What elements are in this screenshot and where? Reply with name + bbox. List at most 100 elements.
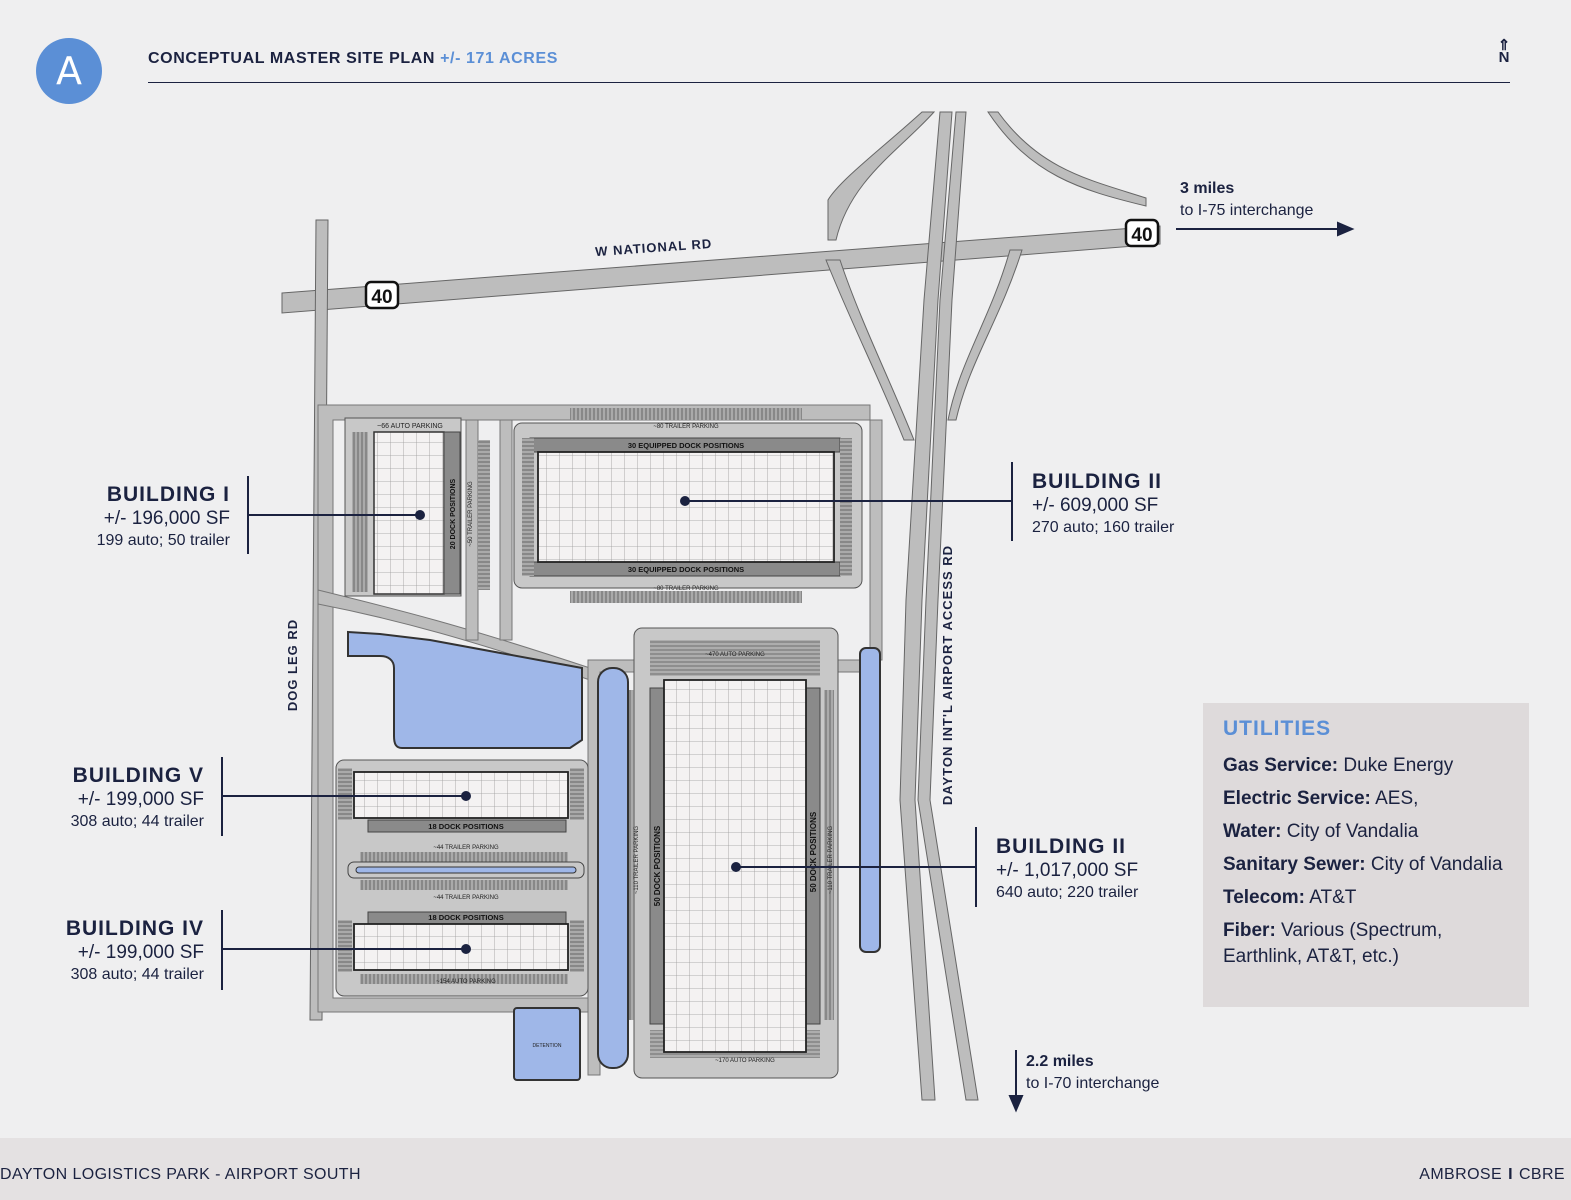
north-arrow-glyph: ⇑ [1497, 37, 1511, 54]
header-divider [148, 82, 1510, 83]
utility-gas: Gas Service: Duke Energy [1223, 753, 1511, 779]
building-i-parking: 199 auto; 50 trailer [96, 532, 230, 549]
north-trailer-bottom-label: ~80 TRAILER PARKING [653, 586, 719, 592]
building-iv-area: +/- 199,000 SF [77, 942, 204, 963]
distance-i75-to: to I-75 interchange [1180, 202, 1314, 219]
utility-electric-value: AES, [1370, 788, 1419, 809]
route-40-label-west: 40 [371, 287, 392, 308]
b5-dock-label: 18 DOCK POSITIONS [428, 822, 503, 831]
south-trailer-right-label: ~110 TRAILER PARKING [828, 826, 834, 895]
distance-i75: 3 miles to I-75 interchange [1180, 178, 1313, 222]
footer-brands: AMBROSE I CBRE [1419, 1166, 1565, 1184]
logo-letter: A [56, 49, 82, 93]
building-ii-south-name: BUILDING II [996, 835, 1126, 858]
utility-water-label: Water: [1223, 821, 1282, 842]
distance-i70-miles: 2.2 miles [1026, 1053, 1094, 1070]
utilities-title: UTILITIES [1223, 717, 1332, 740]
footer-brand-ambrose: AMBROSE [1419, 1166, 1503, 1183]
footer-project-name: DAYTON LOGISTICS PARK - AIRPORT SOUTH [0, 1166, 361, 1183]
south-dock-left-label: 50 DOCK POSITIONS [653, 825, 662, 906]
ramp-nw [827, 111, 936, 241]
w-national-road [281, 225, 1161, 314]
building-iv-name: BUILDING IV [65, 917, 204, 940]
ramp-se [947, 249, 1023, 421]
building-ii-north-callout: BUILDING II +/- 609,000 SF 270 auto; 160… [1032, 469, 1232, 538]
building-iv-callout: BUILDING IV +/- 199,000 SF 308 auto; 44 … [30, 916, 204, 985]
callout-leaders [221, 221, 1355, 1113]
building-i-site: ~66 AUTO PARKING 20 DOCK POSITIONS ~50 T… [344, 417, 490, 597]
route-40-shield-east: 40 [1124, 218, 1160, 248]
building-i-area: +/- 196,000 SF [103, 508, 230, 529]
route-40-label-east: 40 [1131, 225, 1152, 246]
building-v-callout: BUILDING V +/- 199,000 SF 308 auto; 44 t… [30, 763, 204, 832]
north-arrow-icon: ⇑ N [1494, 37, 1514, 66]
building-ii-south-parking: 640 auto; 220 trailer [996, 884, 1139, 901]
b4-trailer-label: ~44 TRAILER PARKING [433, 895, 499, 901]
building-ii-south-site: ~470 AUTO PARKING 50 DOCK POSITIONS 50 D… [622, 627, 839, 1079]
utility-electric: Electric Service: AES, [1223, 786, 1511, 812]
utility-gas-label: Gas Service: [1223, 755, 1339, 776]
utility-gas-value: Duke Energy [1338, 755, 1454, 776]
building-v-area: +/- 199,000 SF [77, 789, 204, 810]
utility-water: Water: City of Vandalia [1223, 819, 1511, 845]
distance-i70: 2.2 miles to I-70 interchange [1026, 1051, 1159, 1095]
footer-separator: I [1508, 1166, 1513, 1183]
page-title: CONCEPTUAL MASTER SITE PLAN +/- 171 ACRE… [148, 50, 558, 68]
b4-auto-label: ~154 AUTO PARKING [436, 979, 496, 985]
north-trailer-top-label: ~80 TRAILER PARKING [653, 424, 719, 430]
south-auto-bottom-label: ~170 AUTO PARKING [715, 1058, 775, 1064]
w-national-rd-label: W NATIONAL RD [595, 236, 713, 259]
south-trailer-left-label: ~110 TRAILER PARKING [634, 826, 640, 895]
roads: 40 40 W NATIONAL RD DOG LEG RD DAYTON IN… [281, 111, 1161, 1101]
footer-brand-cbre: CBRE [1518, 1166, 1565, 1183]
building-iv-parking: 308 auto; 44 trailer [70, 966, 204, 983]
page-title-acres: +/- 171 ACRES [440, 50, 558, 67]
utility-telecom-label: Telecom: [1223, 887, 1306, 908]
building-v-iv-site: 18 DOCK POSITIONS ~44 TRAILER PARKING ~4… [335, 759, 589, 997]
building-ii-north-parking: 270 auto; 160 trailer [1032, 519, 1175, 536]
b1-auto-label: ~66 AUTO PARKING [377, 423, 443, 430]
north-label: N [1498, 49, 1510, 66]
route-40-shield-west: 40 [364, 280, 400, 310]
building-ii-north-site: ~80 TRAILER PARKING 30 EQUIPPED DOCK POS… [513, 408, 863, 603]
utility-fiber-label: Fiber: [1223, 920, 1276, 941]
utility-sewer: Sanitary Sewer: City of Vandalia [1223, 852, 1511, 878]
drainage-channel-west [597, 667, 629, 1069]
site-plan-map: 40 40 W NATIONAL RD DOG LEG RD DAYTON IN… [221, 111, 1355, 1113]
dog-leg-rd-label: DOG LEG RD [285, 619, 300, 711]
detention-pond-south [513, 1007, 581, 1081]
internal-road [317, 404, 871, 1013]
north-dock-top-label: 30 EQUIPPED DOCK POSITIONS [628, 441, 744, 450]
detention-label: DETENTION [533, 1043, 562, 1049]
north-dock-bottom-label: 30 EQUIPPED DOCK POSITIONS [628, 565, 744, 574]
detention-pond-nw [347, 630, 583, 749]
page-title-main: CONCEPTUAL MASTER SITE PLAN [148, 50, 436, 67]
logo-a-icon: A [36, 38, 102, 104]
ramp-ne [987, 111, 1147, 207]
airport-access-rd-label: DAYTON INT'L AIRPORT ACCESS RD [940, 545, 955, 805]
utility-electric-label: Electric Service: [1223, 788, 1371, 809]
b5-trailer-label: ~44 TRAILER PARKING [433, 845, 499, 851]
utilities-panel: UTILITIES Gas Service: Duke Energy Elect… [1203, 703, 1529, 1007]
utility-fiber: Fiber: Various (Spectrum, Earthlink, AT&… [1223, 918, 1511, 970]
building-ii-south-callout: BUILDING II +/- 1,017,000 SF 640 auto; 2… [996, 834, 1196, 903]
building-v-name: BUILDING V [72, 764, 204, 787]
building-i-callout: BUILDING I +/- 196,000 SF 199 auto; 50 t… [60, 482, 230, 551]
building-v-parking: 308 auto; 44 trailer [70, 813, 204, 830]
building-ii-south-area: +/- 1,017,000 SF [996, 860, 1139, 881]
ramp-sw [825, 259, 915, 441]
b1-dock-label: 20 DOCK POSITIONS [450, 478, 457, 549]
south-dock-right-label: 50 DOCK POSITIONS [809, 811, 818, 892]
south-auto-top-label: ~470 AUTO PARKING [705, 652, 765, 658]
distance-i70-to: to I-70 interchange [1026, 1075, 1160, 1092]
footer: DAYTON LOGISTICS PARK - AIRPORT SOUTH AM… [0, 1138, 1571, 1200]
building-ii-north-area: +/- 609,000 SF [1032, 495, 1159, 516]
utility-water-value: City of Vandalia [1281, 821, 1419, 842]
drainage-channel-east [859, 647, 881, 953]
b1-trailer-label: ~50 TRAILER PARKING [468, 481, 474, 547]
utility-sewer-value: City of Vandalia [1365, 854, 1503, 875]
utility-fiber-value: Various (Spectrum, Earthlink, AT&T, etc.… [1223, 920, 1443, 967]
building-i-name: BUILDING I [106, 483, 230, 506]
utility-telecom: Telecom: AT&T [1223, 885, 1511, 911]
b4-dock-label: 18 DOCK POSITIONS [428, 913, 503, 922]
